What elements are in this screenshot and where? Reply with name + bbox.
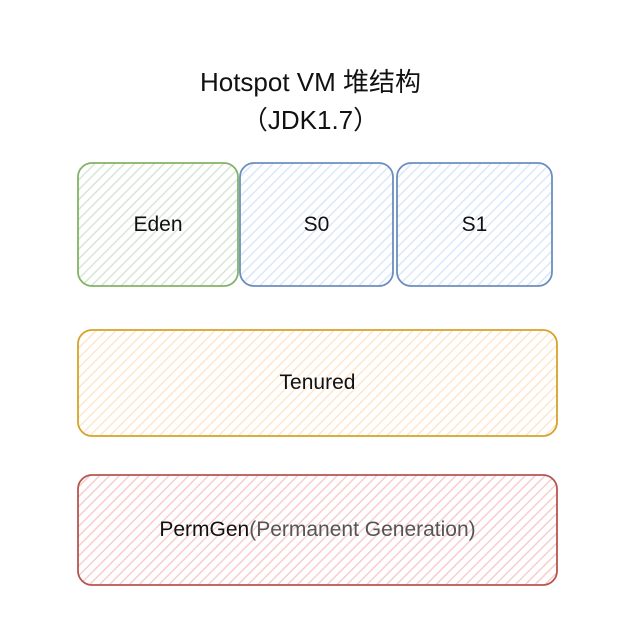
s1-label: S1 — [461, 212, 488, 236]
diagram-subtitle: （JDK1.7） — [241, 105, 380, 135]
eden-label: Eden — [133, 212, 183, 236]
s0-label: S0 — [303, 212, 330, 236]
permgen-block — [77, 474, 558, 586]
permgen-name: PermGen — [159, 518, 250, 541]
tenured-label: Tenured — [279, 371, 356, 394]
permgen-full-name: (Permanent Generation) — [249, 518, 476, 541]
s0-block — [239, 162, 394, 287]
s1-block — [396, 162, 553, 287]
tenured-block — [77, 329, 558, 437]
eden-block — [77, 162, 239, 287]
permgen-label: PermGen(Permanent Generation) — [78, 475, 557, 585]
diagram-title: Hotspot VM 堆结构 — [199, 67, 422, 97]
